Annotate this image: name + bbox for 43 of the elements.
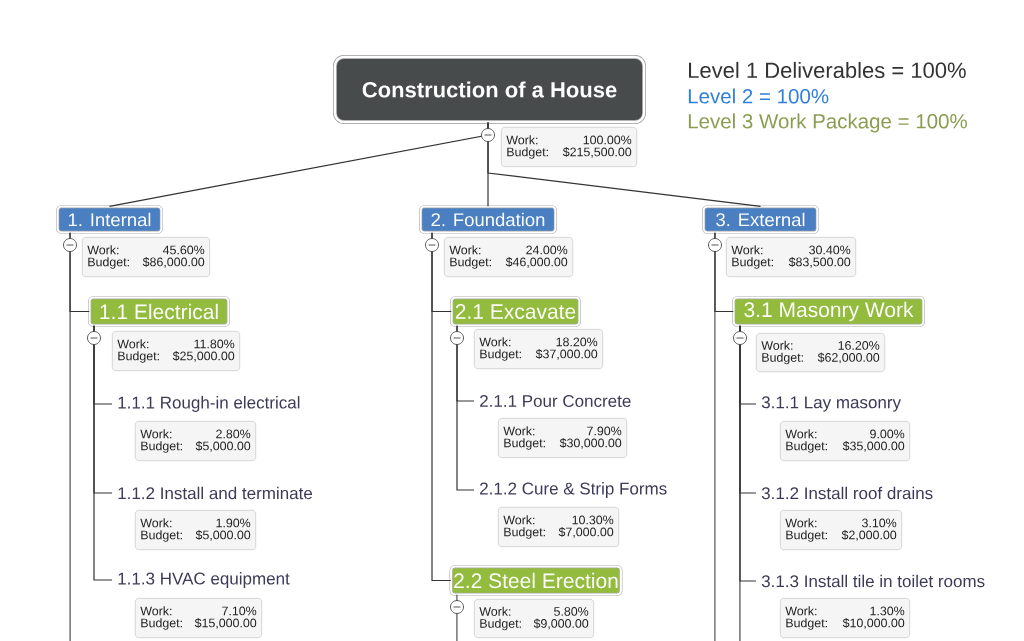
info-box: Work: 24.00% Budget: $46,000.00 [444,237,573,277]
level-note: Level 2 = 100% [688,88,829,104]
connector-line [93,325,113,581]
connector-line [431,232,452,582]
info-box: Work: 10.30% Budget: $7,000.00 [498,507,619,547]
root-box: Construction of a House [333,55,646,124]
topic-box: 2. Foundation [419,205,557,234]
subtopic-box: 2.1 Excavate [450,296,581,327]
info-box: Work: 7.90% Budget: $30,000.00 [498,418,627,458]
info-box: Work: 1.30% Budget: $10,000.00 [780,598,910,638]
info-box: Work: 30.40% Budget: $83,500.00 [726,237,856,277]
info-box: Work: 100.00% Budget: $215,500.00 [501,127,637,167]
connector-line [456,594,458,641]
subtopic-box: 3.1 Masonry Work [732,296,925,327]
subtopic-box: 1.1 Electrical [88,296,230,327]
connector-line [487,121,762,207]
task-label: 1.1.2 Install and terminate [118,486,313,500]
info-box: Work: 1.90% Budget: $5,000.00 [135,510,256,550]
task-label: 3.1.2 Install roof drains [761,486,933,500]
info-box: Work: 11.80% Budget: $25,000.00 [112,331,240,371]
level-note: Level 1 Deliverables = 100% [689,61,966,79]
info-box: Work: 7.10% Budget: $15,000.00 [135,598,262,638]
task-label: 1.1.3 HVAC equipment [118,572,290,588]
info-box: Work: 2.80% Budget: $5,000.00 [135,421,256,461]
topic-box: 3. External [702,205,819,234]
connector-line [714,232,716,641]
info-box: Work: 3.10% Budget: $2,000.00 [780,510,902,550]
topic-box: 1. Internal [56,205,163,234]
info-box: Work: 16.20% Budget: $62,000.00 [756,333,885,372]
task-label: 1.1.1 Rough-in electrical [118,396,300,412]
connector-line [456,325,475,491]
task-label: 3.1.3 Install tile in toilet rooms [761,574,985,588]
task-label: 2.1.1 Pour Concrete [480,395,631,408]
info-box: Work: 45.60% Budget: $86,000.00 [82,237,210,277]
info-box: Work: 9.00% Budget: $35,000.00 [780,421,910,461]
connector-line [69,232,71,641]
task-label: 2.1.2 Cure & Strip Forms [480,482,667,498]
info-box: Work: 5.80% Budget: $9,000.00 [474,599,594,638]
level-note: Level 3 Work Package = 100% [688,113,967,133]
subtopic-box: 2.2 Steel Erection [449,565,623,596]
task-label: 3.1.1 Lay masonry [761,396,901,412]
connector-line [739,325,741,641]
info-box: Work: 18.20% Budget: $37,000.00 [474,329,603,369]
